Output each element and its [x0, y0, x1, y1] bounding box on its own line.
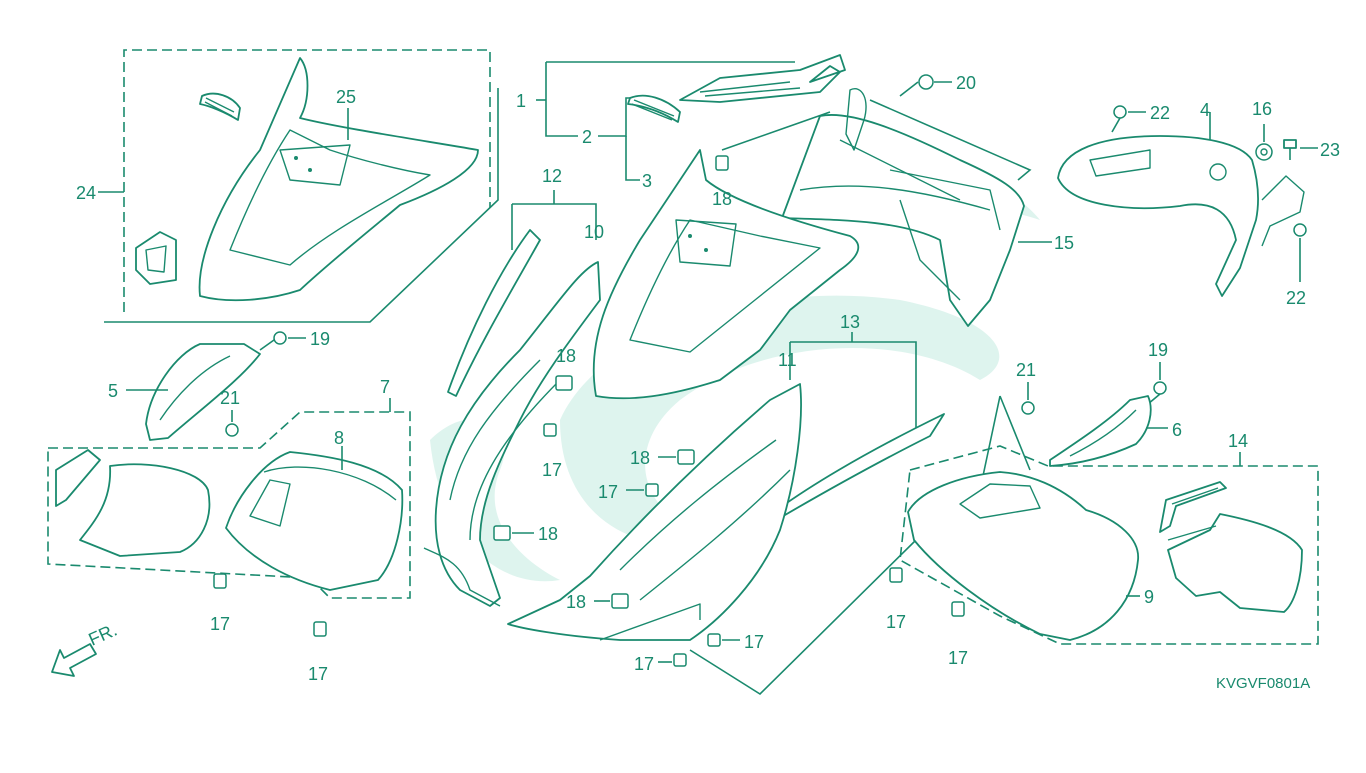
part-14-side-decal[interactable] [1167, 513, 1303, 613]
callout-19-left: 19 [310, 329, 330, 349]
front-label: FR. [85, 620, 120, 650]
callout-18-center-3: 18 [538, 524, 558, 544]
callout-13: 13 [840, 312, 860, 332]
callout-16: 16 [1252, 99, 1272, 119]
callout-18-center-4: 18 [566, 592, 586, 612]
callout-18-top: 18 [712, 189, 732, 209]
part-4-rear-cover[interactable] [1057, 135, 1305, 297]
callout-tree-13 [790, 341, 917, 430]
clip-17-center-3[interactable] [707, 633, 721, 647]
clip-18-top[interactable] [715, 155, 729, 171]
part-7-decal-left[interactable] [55, 449, 211, 557]
callout-17-center-3: 17 [744, 632, 764, 652]
callout-7: 7 [380, 377, 390, 397]
callout-9: 9 [1144, 587, 1154, 607]
clip-18-center-3[interactable] [493, 525, 511, 541]
callout-21-left: 21 [220, 388, 240, 408]
part-24-emblem-mark[interactable] [135, 231, 177, 285]
callout-23: 23 [1320, 140, 1340, 160]
callout-10: 10 [584, 222, 604, 242]
callout-6: 6 [1172, 420, 1182, 440]
washer-16[interactable] [1255, 143, 1273, 161]
screw-20[interactable] [899, 74, 934, 97]
group-14-box [899, 445, 1319, 645]
clip-17-center-1[interactable] [543, 423, 557, 437]
clip-17-right-1[interactable] [889, 567, 903, 583]
callout-1: 1 [516, 91, 526, 111]
callout-12: 12 [542, 166, 562, 186]
part-9-floor-step[interactable] [907, 471, 1139, 641]
screw-22-upper[interactable] [1111, 105, 1127, 133]
callout-21-right: 21 [1016, 360, 1036, 380]
screw-21-left[interactable] [225, 423, 239, 437]
callout-tree-12-10 [512, 203, 597, 240]
part-12-side-stripe[interactable] [447, 229, 541, 397]
part-8-side-cover-inner[interactable] [225, 451, 404, 591]
group-7-box [47, 411, 411, 599]
callout-17-left-2: 17 [308, 664, 328, 684]
clip-17-right-2[interactable] [951, 601, 965, 617]
callout-3: 3 [642, 171, 652, 191]
clip-18-center-2[interactable] [677, 449, 695, 465]
callout-20: 20 [956, 73, 976, 93]
part-13-side-stripe[interactable] [755, 413, 945, 533]
part-6-right-garnish[interactable] [1049, 395, 1152, 467]
front-direction-arrow: FR. [51, 620, 120, 677]
diagram-code: KVGVF0801A [1216, 675, 1310, 692]
callout-17-right-1: 17 [886, 612, 906, 632]
part-24-emblem-small[interactable] [199, 92, 241, 121]
clip-17-center-4[interactable] [673, 653, 687, 667]
callout-25: 25 [336, 87, 356, 107]
callout-18-center-1: 18 [556, 346, 576, 366]
screw-22-lower[interactable] [1293, 223, 1307, 237]
part-15-inner-cover[interactable] [781, 88, 1025, 327]
screw-19-left[interactable] [259, 331, 287, 351]
leader-15-box [869, 99, 1032, 181]
clip-18-center-1[interactable] [555, 375, 573, 391]
clip-18-center-4[interactable] [611, 593, 629, 609]
callout-17-center-4: 17 [634, 654, 654, 674]
part-3-small-emblem[interactable] [627, 94, 681, 123]
callout-17-right-2: 17 [948, 648, 968, 668]
group-24-box [104, 49, 499, 323]
leader-13-bottom [689, 539, 917, 696]
callout-17-left-1: 17 [210, 614, 230, 634]
callout-17-center-2: 17 [598, 482, 618, 502]
callout-8: 8 [334, 428, 344, 448]
bolt-23[interactable] [1283, 139, 1297, 160]
part-5-left-garnish[interactable] [145, 343, 261, 441]
clip-17-left-2[interactable] [313, 621, 327, 637]
part-1-upper-stripe[interactable] [679, 54, 846, 103]
callout-17-center-1: 17 [542, 460, 562, 480]
callout-2: 2 [582, 127, 592, 147]
callout-19-right: 19 [1148, 340, 1168, 360]
part-10-front-lower-cover[interactable] [423, 261, 601, 607]
callout-18-center-2: 18 [630, 448, 650, 468]
callout-15: 15 [1054, 233, 1074, 253]
callout-11: 11 [778, 350, 797, 370]
clip-17-left-1[interactable] [213, 573, 227, 589]
callout-14: 14 [1228, 431, 1248, 451]
callout-22-lower: 22 [1286, 288, 1306, 308]
leader-18-top [721, 111, 831, 151]
callout-5: 5 [108, 381, 118, 401]
callout-22-upper: 22 [1150, 103, 1170, 123]
part-14-honda-emblem[interactable] [1159, 481, 1227, 533]
part-25-front-cover-set[interactable] [198, 57, 479, 302]
callout-24: 24 [76, 183, 96, 203]
clip-17-center-2[interactable] [645, 483, 659, 497]
callout-4: 4 [1200, 100, 1210, 120]
screw-19-right[interactable] [1147, 381, 1167, 405]
part-front-center-cover[interactable] [592, 149, 860, 400]
part-11-floor-side-cover[interactable] [507, 383, 802, 641]
screw-21-right[interactable] [1021, 401, 1035, 415]
